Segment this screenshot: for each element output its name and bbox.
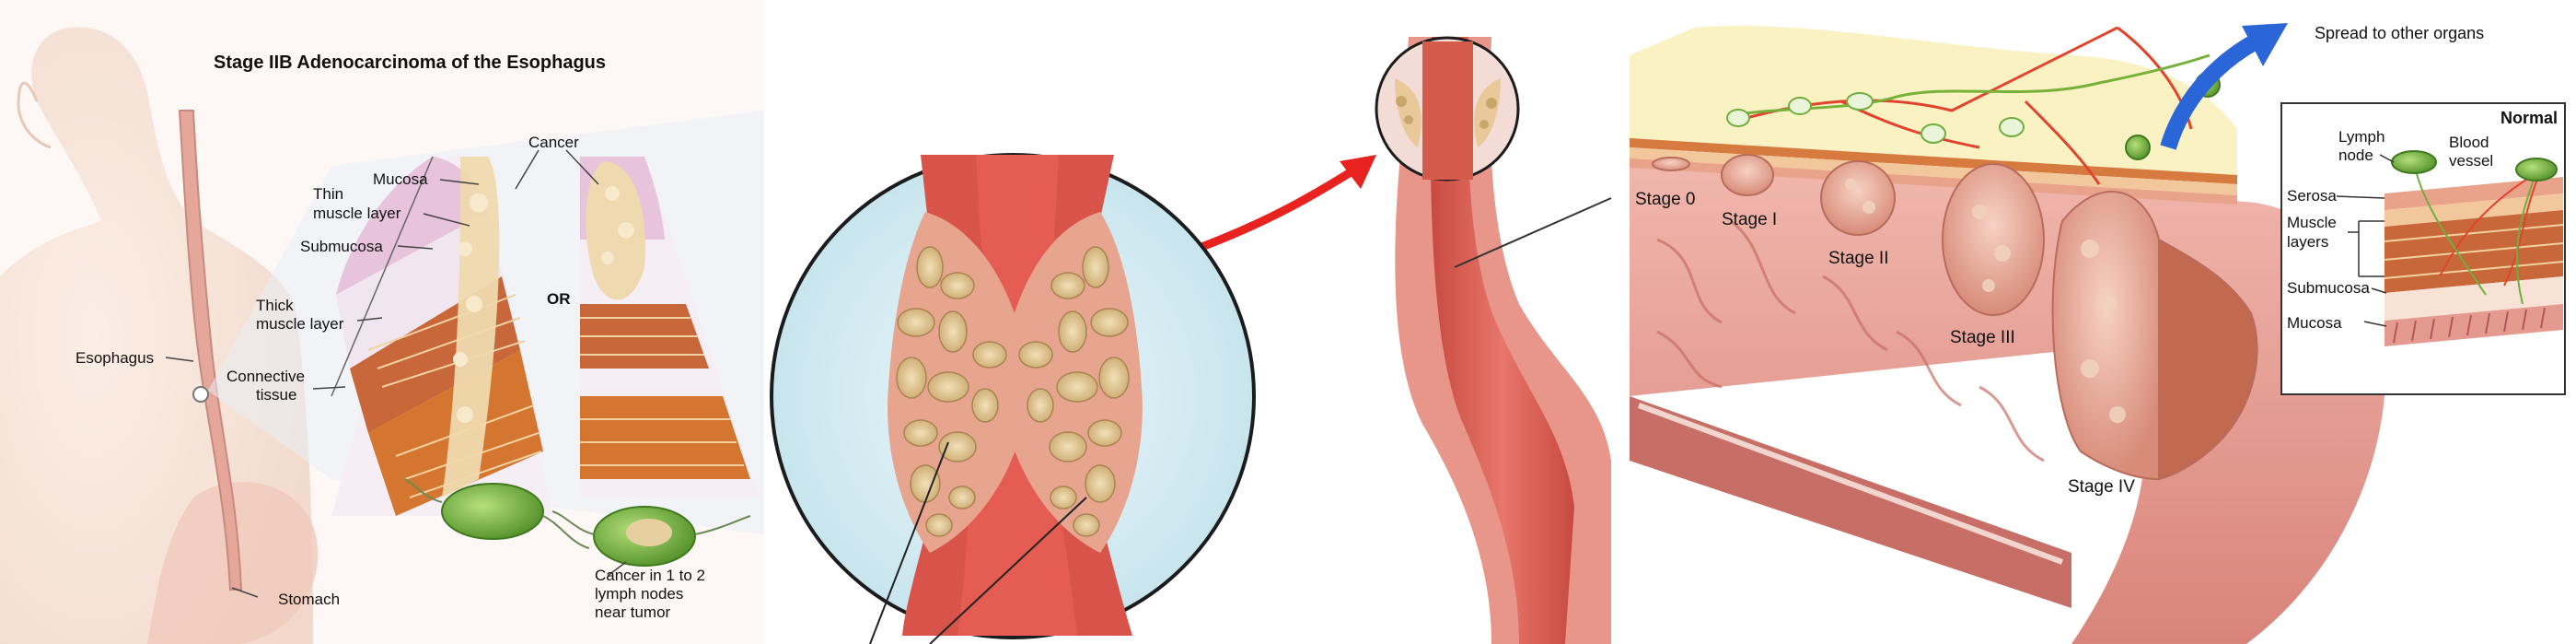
label-lymph-nodes-2: lymph nodes xyxy=(595,585,683,603)
tumor-stage-0 xyxy=(1652,157,1690,171)
panel-magnified-tumor xyxy=(770,36,1612,644)
inset-submucosa: Submucosa xyxy=(2287,279,2370,297)
label-stomach: Stomach xyxy=(278,591,340,608)
spread-label: Spread to other organs xyxy=(2315,24,2484,42)
blue-arrow xyxy=(2160,34,2260,150)
label-lymph-nodes-3: near tumor xyxy=(595,603,671,621)
label-lymph-nodes-1: Cancer in 1 to 2 xyxy=(595,567,705,584)
label-thin-muscle-1: Thin xyxy=(313,185,343,203)
label-or: OR xyxy=(547,290,571,308)
label-esophagus: Esophagus xyxy=(75,349,154,367)
tumor-stage-2 xyxy=(1820,160,1896,236)
tumor-cells-left xyxy=(896,246,1007,537)
inset-muscle-2: layers xyxy=(2287,233,2328,251)
tumor-cells-right xyxy=(1018,246,1130,537)
label-connective-2: tissue xyxy=(256,386,296,404)
inset-mucosa: Mucosa xyxy=(2287,314,2342,332)
panel-stage-iib-diagram: Stage IIB Adenocarcinoma of the Esophagu… xyxy=(0,0,764,644)
tumor-stage-3 xyxy=(1942,163,2045,316)
panel1-title: Stage IIB Adenocarcinoma of the Esophagu… xyxy=(214,53,606,73)
inset-normal-wall: Normal Lymph node Blood vessel Serosa Mu… xyxy=(2280,102,2566,395)
zoom-circle-large xyxy=(770,153,1256,644)
tumor-stage-4 xyxy=(2051,190,2160,481)
inset-lymph-2: node xyxy=(2338,146,2373,164)
stage-label-3: Stage III xyxy=(1950,328,2015,347)
inset-lymph-node xyxy=(2391,150,2437,174)
inset-title: Normal xyxy=(2501,109,2558,127)
inset-blood-2: vessel xyxy=(2449,152,2493,170)
tumor-stage-1 xyxy=(1721,154,1774,196)
stage-label-1: Stage I xyxy=(1722,210,1777,229)
label-mucosa: Mucosa xyxy=(373,170,428,188)
label-thin-muscle-2: muscle layer xyxy=(313,205,401,222)
stage-label-4: Stage IV xyxy=(2068,477,2135,497)
stage-label-2: Stage II xyxy=(1828,249,1889,268)
inset-muscle-1: Muscle xyxy=(2287,214,2337,231)
inset-lymph-1: Lymph xyxy=(2338,128,2385,146)
inset-serosa: Serosa xyxy=(2287,187,2337,205)
lymph-node-left xyxy=(441,483,544,540)
cross-section-right xyxy=(580,157,760,498)
red-arrow xyxy=(1195,167,1356,253)
label-submucosa: Submucosa xyxy=(300,238,383,255)
label-thick-muscle-2: muscle layer xyxy=(256,315,344,333)
panel-colon-stages: Stage 0 Stage I Stage II Stage III Stage… xyxy=(1630,23,2566,644)
tumor-site-marker xyxy=(192,386,209,403)
cross-section-left xyxy=(331,156,552,516)
label-connective-1: Connective xyxy=(226,368,305,385)
label-thick-muscle-1: Thick xyxy=(256,297,294,314)
esophagus-tube xyxy=(178,110,243,591)
stage-label-0: Stage 0 xyxy=(1635,190,1696,209)
tumors-by-stage xyxy=(1652,154,2258,481)
inset-blood-1: Blood xyxy=(2449,134,2489,151)
label-cancer: Cancer xyxy=(528,134,579,151)
